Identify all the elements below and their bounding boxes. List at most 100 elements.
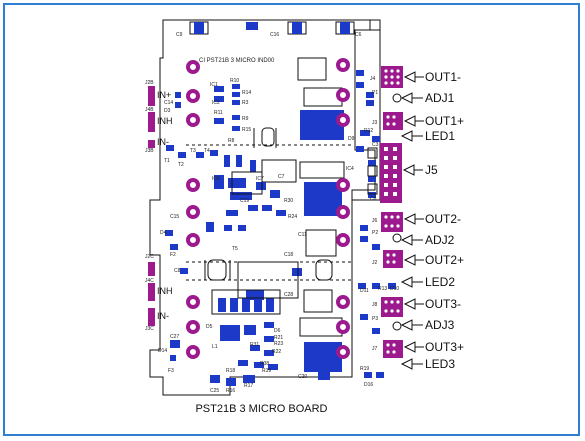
ref-IC6: IC6 — [212, 176, 220, 182]
label-out2-plus: OUT2+ — [425, 253, 465, 267]
ref-P3: P3 — [372, 316, 378, 322]
ref-D3: D3 — [164, 108, 171, 114]
ref-R23: R23 — [274, 341, 283, 347]
silk-title: CI PST21B 3 MICRO IND00 — [199, 58, 275, 64]
label-adj1: ADJ1 — [425, 91, 455, 105]
ref-J4: J4 — [370, 76, 376, 82]
ref-R11: R11 — [214, 110, 223, 116]
ref-D16: D16 — [364, 382, 373, 388]
ref-D6: D6 — [274, 328, 281, 334]
pcb-outline — [149, 19, 380, 396]
ref-R19: R19 — [360, 366, 369, 372]
ref-C8: C8 — [174, 268, 181, 274]
label-out1-minus: OUT1- — [425, 70, 461, 84]
input-headers — [148, 86, 155, 326]
ref-D10: D10 — [390, 286, 399, 292]
ref-C3: C3 — [372, 142, 379, 148]
diagram-frame — [3, 3, 580, 436]
ref-R9: R9 — [242, 116, 249, 122]
label-led1: LED1 — [425, 129, 456, 143]
ref-C6: C6 — [355, 32, 362, 38]
ref-R30: R30 — [284, 198, 293, 204]
ref-C16: C16 — [270, 32, 279, 38]
regulators — [261, 57, 345, 372]
ref-D11: D11 — [360, 288, 369, 294]
ref-F3: F3 — [168, 368, 174, 374]
ref-C27: C27 — [170, 334, 179, 340]
ref-R3: R3 — [242, 100, 249, 106]
ref-IC7: IC7 — [256, 176, 264, 182]
ref-J4C: J4C — [145, 278, 154, 284]
ref-C9: C9 — [176, 32, 183, 38]
ref-T4: T4 — [204, 148, 210, 154]
label-led2: LED2 — [425, 275, 456, 289]
smd-components — [165, 70, 396, 386]
label-in-minus-1: IN- — [157, 137, 169, 147]
ref-C28: C28 — [284, 292, 293, 298]
ref-T5: T5 — [232, 246, 238, 252]
ref-J6: J6 — [372, 218, 378, 224]
ref-T2: T2 — [178, 162, 184, 168]
ref-R18: R18 — [226, 368, 235, 374]
ref-R24: R24 — [288, 214, 297, 220]
ref-D14: D14 — [158, 348, 167, 354]
ref-J3C: J3C — [145, 326, 154, 332]
ref-P1: P1 — [372, 90, 378, 96]
ref-J2B: J2B — [145, 80, 154, 86]
ref-C11: C11 — [298, 232, 307, 238]
ref-J7: J7 — [372, 346, 378, 352]
ref-R21: R21 — [274, 335, 283, 341]
ref-F2: F2 — [170, 252, 176, 258]
ref-IC2: IC2 — [212, 100, 220, 106]
ref-T3: T3 — [190, 148, 196, 154]
ref-R22: R22 — [272, 349, 281, 355]
ref-J4B: J4B — [145, 107, 154, 113]
ref-J8: J8 — [372, 302, 378, 308]
ref-J2: J2 — [372, 260, 378, 266]
ref-R39: R39 — [262, 368, 271, 374]
ref-R13: R13 — [378, 286, 387, 292]
pin-headers — [380, 66, 403, 358]
label-adj2: ADJ2 — [425, 233, 455, 247]
ref-P2: P2 — [372, 230, 378, 236]
label-in-minus-2: IN- — [157, 311, 169, 321]
label-in-plus: IN+ — [157, 90, 172, 100]
label-inh-2: INH — [157, 286, 173, 296]
ref-T1: T1 — [164, 158, 170, 164]
ref-C19: C19 — [240, 198, 249, 204]
ref-D4: D4 — [160, 230, 167, 236]
ref-J3B: J3B — [145, 148, 154, 154]
label-j5: J5 — [425, 163, 438, 177]
ref-L1: L1 — [212, 344, 218, 350]
ref-R17: R17 — [244, 383, 253, 389]
ref-R31: R31 — [250, 342, 259, 348]
label-inh-1: INH — [157, 116, 173, 126]
ref-R38: R38 — [260, 361, 269, 367]
ref-C15: C15 — [170, 214, 179, 220]
ref-R16b: R16 — [226, 388, 235, 394]
label-adj3: ADJ3 — [425, 318, 455, 332]
ref-IC4: IC4 — [346, 166, 354, 172]
label-out2-minus: OUT2- — [425, 212, 461, 226]
top-pads — [189, 21, 355, 35]
label-out3-minus: OUT3- — [425, 297, 461, 311]
ref-D5: D5 — [206, 324, 213, 330]
ref-R10: R10 — [230, 78, 239, 84]
ref-J2C: J2C — [145, 254, 154, 260]
ref-C7: C7 — [278, 174, 285, 180]
label-out3-plus: OUT3+ — [425, 340, 465, 354]
label-led3: LED3 — [425, 357, 456, 371]
ref-C8b: C8 — [370, 196, 377, 202]
ref-R8: R8 — [228, 138, 235, 144]
ref-C14: C14 — [164, 100, 173, 106]
ref-R15: R15 — [242, 127, 251, 133]
ref-R12: R12 — [364, 128, 373, 134]
ref-R14: R14 — [242, 90, 251, 96]
ref-D9: D9 — [348, 136, 355, 142]
ref-J3: J3 — [372, 120, 378, 126]
ref-C18: C18 — [284, 252, 293, 258]
label-out1-plus: OUT1+ — [425, 114, 465, 128]
board-caption: PST21B 3 MICRO BOARD — [195, 403, 328, 415]
mounting-holes — [186, 58, 350, 359]
